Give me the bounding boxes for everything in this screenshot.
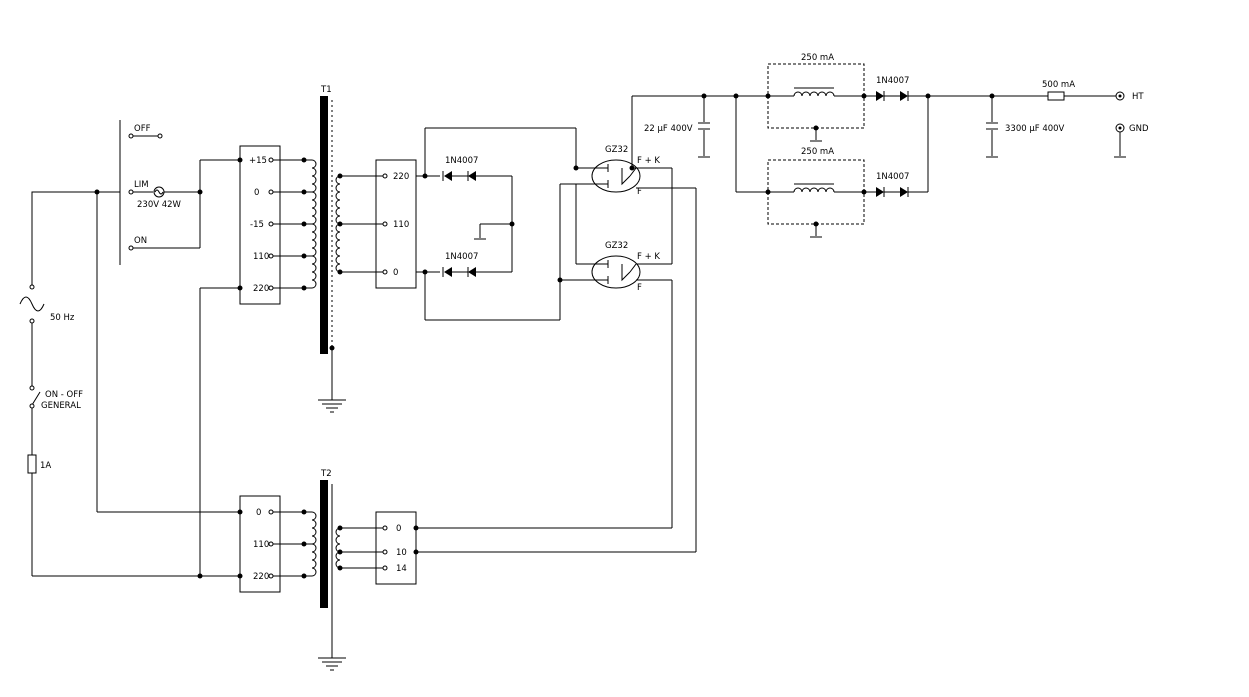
t2-label: T2 [320, 469, 332, 479]
transformer-t2: 0 110 220 T2 [237, 469, 696, 671]
tube-2: GZ32 F + K F [557, 183, 697, 552]
t2-secondary-tap-2: 10 [396, 548, 407, 558]
t1-core [320, 96, 328, 354]
choke-upper-icon [793, 91, 835, 97]
t2-primary-tap-2: 110 [253, 540, 269, 550]
choke-lower-label: 250 mA [801, 147, 834, 157]
mains-fuse-label: 1A [40, 461, 51, 471]
t1-secondary-tap-3: 0 [393, 268, 398, 278]
output-diode-upper-2-icon [900, 91, 909, 101]
ht-terminal-icon [1115, 91, 1125, 101]
general-switch-label-1: ON - OFF [45, 390, 83, 400]
t2-primary-tap-3: 220 [253, 572, 269, 582]
t2-ground-icon [318, 657, 346, 671]
diode-lower-right-icon [467, 267, 476, 277]
choke-upper-label: 250 mA [801, 53, 834, 63]
t2-core [320, 480, 328, 608]
output-diode-upper-1-icon [876, 91, 885, 101]
gnd-terminal-icon [1114, 123, 1126, 158]
output-diode-upper-label: 1N4007 [876, 76, 909, 86]
general-switch-label-2: GENERAL [41, 401, 81, 411]
gnd-terminal-label: GND [1129, 124, 1149, 134]
selector-off-label: OFF [134, 124, 151, 134]
diode-upper-right-icon [467, 171, 476, 181]
t2-primary-winding [311, 511, 317, 577]
output-diode-lower-2-icon [900, 187, 909, 197]
t2-secondary-leads [337, 525, 388, 571]
t2-secondary-winding [335, 527, 341, 569]
diode-lower-left-icon [442, 267, 452, 277]
t2-secondary-tap-1: 0 [396, 524, 401, 534]
selector-switch: OFF LIM ON 230V 42W [119, 120, 240, 265]
ht-terminal-label: HT [1132, 92, 1144, 102]
input-capacitor-icon [698, 122, 710, 130]
tube-2-pin-bottom-label: F [637, 283, 642, 293]
t1-primary-leads [268, 157, 312, 291]
lamp-rating-label: 230V 42W [137, 200, 182, 210]
output-diode-lower-label: 1N4007 [876, 172, 909, 182]
tube-1-type-label: GZ32 [605, 145, 628, 155]
tube-1-pin-top-label: F + K [637, 156, 660, 166]
source-frequency-label: 50 Hz [50, 313, 75, 323]
t1-primary-tap-3: -15 [250, 220, 264, 230]
diode-upper-label: 1N4007 [445, 156, 478, 166]
t1-primary-tap-4: 110 [253, 252, 269, 262]
t1-primary-tap-1: +15 [249, 156, 267, 166]
t1-label: T1 [320, 85, 332, 95]
tube-1-pin-bottom-label: F [637, 187, 642, 197]
transformer-t1: +15 0 -15 110 220 T1 [197, 85, 417, 579]
output-fuse-label: 500 mA [1042, 80, 1075, 90]
tube-2-pin-top-label: F + K [637, 252, 660, 262]
t1-primary-tap-5: 220 [253, 284, 269, 294]
tube-1: GZ32 F + K F [573, 96, 673, 264]
selector-on-label: ON [134, 236, 147, 246]
t1-secondary-tap-2: 110 [393, 220, 409, 230]
output-filter: 22 µF 400V 250 mA 250 mA [632, 53, 1149, 238]
output-capacitor-label: 3300 µF 400V [1005, 124, 1065, 134]
selector-lim-label: LIM [134, 180, 149, 190]
diode-upper-left-icon [442, 171, 452, 181]
t1-primary-winding [311, 159, 317, 289]
t2-secondary-tap-3: 14 [396, 564, 407, 574]
diode-lower-label: 1N4007 [445, 252, 478, 262]
rectifier-bridge: 1N4007 1N4007 [416, 127, 577, 321]
t2-primary-tap-1: 0 [256, 508, 261, 518]
mains-input: 50 Hz ON - OFF GENERAL 1A [19, 189, 240, 577]
t1-secondary-tap-1: 220 [393, 172, 409, 182]
t2-primary-leads [268, 509, 312, 579]
t1-ground-icon [318, 399, 346, 413]
t1-secondary-leads [337, 173, 388, 275]
tube-2-type-label: GZ32 [605, 241, 628, 251]
t1-primary-tap-2: 0 [254, 188, 259, 198]
choke-lower-icon [793, 187, 835, 193]
output-diode-lower-1-icon [876, 187, 885, 197]
output-capacitor-icon [986, 122, 998, 130]
input-capacitor-label: 22 µF 400V [644, 124, 693, 134]
output-fuse-icon [1047, 91, 1065, 101]
